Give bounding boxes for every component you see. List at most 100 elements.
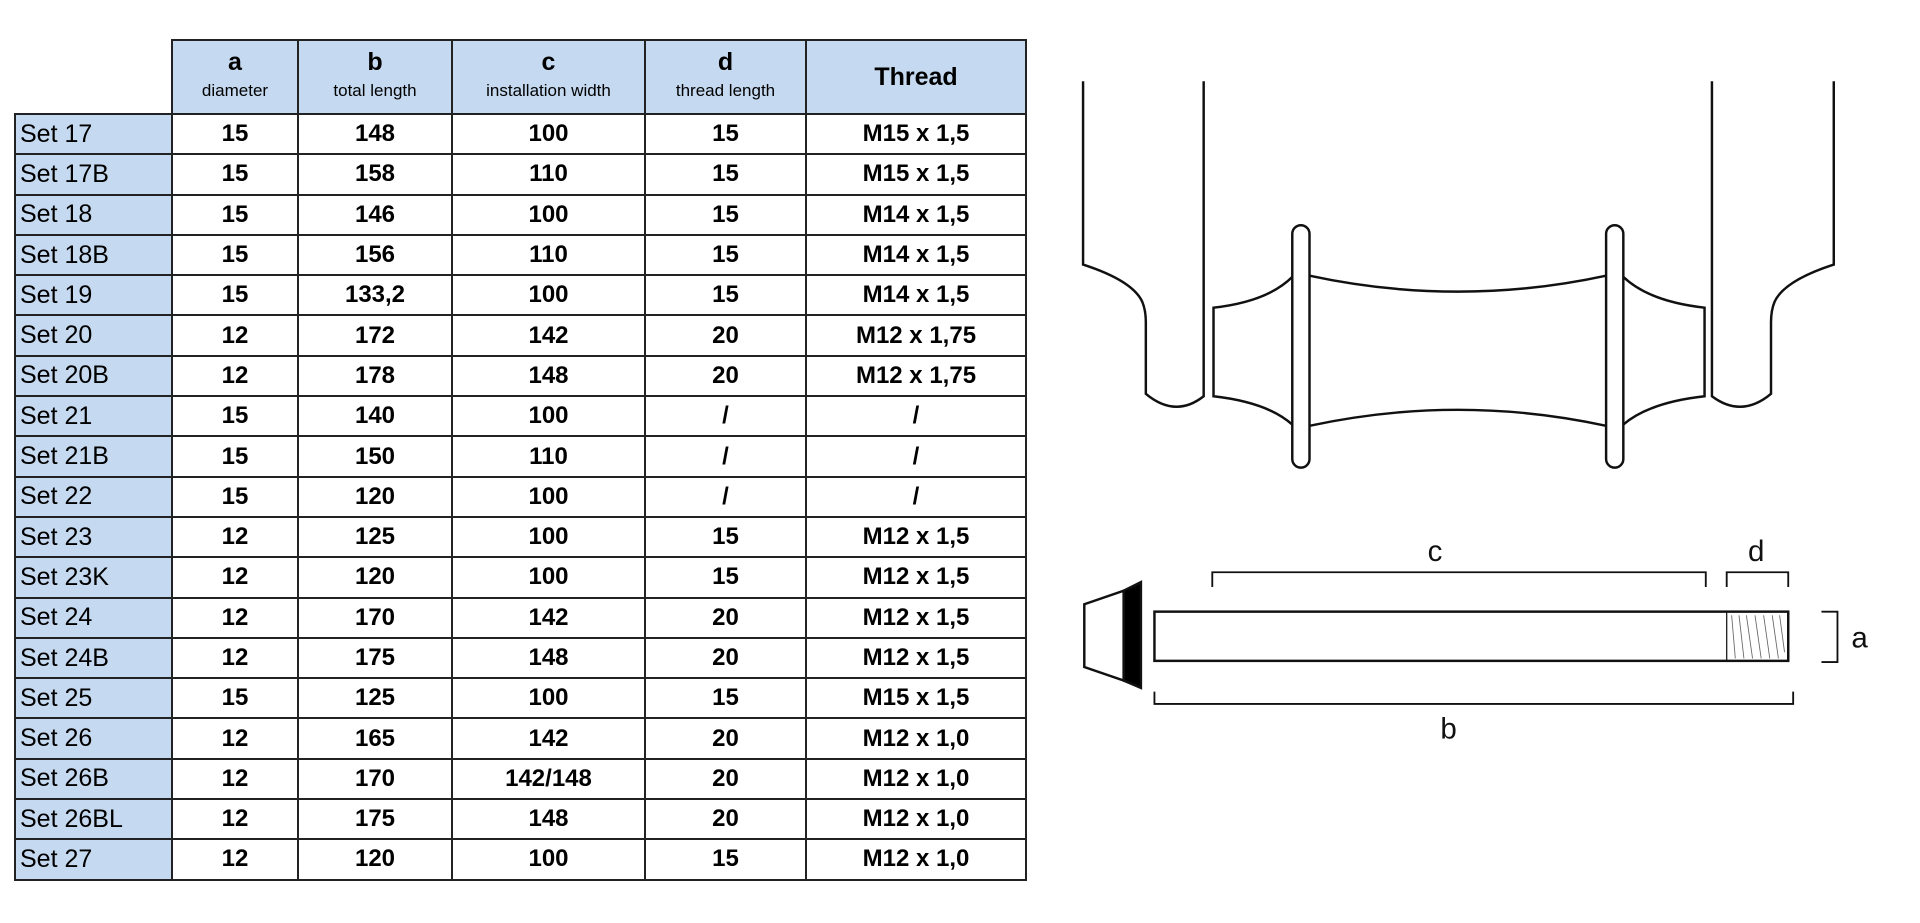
diameter-cell: 12	[171, 596, 299, 639]
total-length-cell: 158	[297, 153, 453, 196]
total-length-cell: 146	[297, 193, 453, 236]
installation-width-cell: 148	[451, 798, 646, 841]
thread-cell: /	[805, 435, 1027, 478]
thread-length-cell: 15	[644, 677, 807, 720]
hub-right-flange	[1604, 223, 1625, 469]
installation-width-cell: 148	[451, 636, 646, 680]
thread-length-cell: 15	[644, 193, 807, 236]
installation-width-cell: 100	[451, 515, 646, 559]
thread-cell: M12 x 1,5	[805, 596, 1027, 639]
thread-length-cell: /	[644, 435, 807, 478]
thread-cell: M15 x 1,5	[805, 677, 1027, 720]
total-length-cell: 120	[297, 838, 453, 881]
total-length-cell: 170	[297, 596, 453, 639]
thread-length-cell: 15	[644, 515, 807, 559]
diameter-cell: 12	[171, 314, 299, 357]
diameter-cell: 15	[171, 475, 299, 518]
total-length-cell: 120	[297, 475, 453, 518]
thread-length-cell: 15	[644, 838, 807, 881]
installation-width-cell: 100	[451, 112, 646, 156]
bracket-c	[1211, 571, 1707, 588]
total-length-cell: 172	[297, 314, 453, 357]
installation-width-cell: 148	[451, 354, 646, 398]
bracket-b	[1153, 691, 1795, 705]
diameter-cell: 15	[171, 274, 299, 317]
installation-width-cell: 110	[451, 435, 646, 478]
set-name-cell: Set 19	[14, 274, 173, 317]
set-name-cell: Set 18	[14, 193, 173, 236]
set-name-cell: Set 18B	[14, 233, 173, 277]
set-name-cell: Set 20B	[14, 354, 173, 398]
thread-cell: M12 x 1,5	[805, 515, 1027, 559]
set-name-cell: Set 21	[14, 395, 173, 438]
label-d: d	[1748, 535, 1764, 568]
installation-width-cell: 142	[451, 314, 646, 357]
installation-width-cell: 100	[451, 556, 646, 599]
total-length-cell: 178	[297, 354, 453, 398]
total-length-cell: 170	[297, 757, 453, 801]
total-length-cell: 175	[297, 798, 453, 841]
installation-width-cell: 142	[451, 596, 646, 639]
thread-cell: /	[805, 395, 1027, 438]
set-name-cell: Set 24B	[14, 636, 173, 680]
total-length-cell: 140	[297, 395, 453, 438]
diameter-cell: 12	[171, 717, 299, 760]
thread-length-cell: 15	[644, 556, 807, 599]
thread-cell: M12 x 1,5	[805, 556, 1027, 599]
set-name-cell: Set 27	[14, 838, 173, 881]
thread-length-cell: 20	[644, 596, 807, 639]
set-name-cell: Set 17B	[14, 153, 173, 196]
total-length-cell: 125	[297, 515, 453, 559]
axle-rod	[1153, 610, 1790, 663]
diameter-cell: 15	[171, 395, 299, 438]
diameter-cell: 15	[171, 112, 299, 156]
diameter-cell: 15	[171, 677, 299, 720]
label-b: b	[1440, 712, 1456, 745]
total-length-cell: 165	[297, 717, 453, 760]
diameter-cell: 15	[171, 153, 299, 196]
set-name-cell: Set 20	[14, 314, 173, 357]
thread-cell: M14 x 1,5	[805, 233, 1027, 277]
thread-hatch	[1731, 615, 1785, 659]
label-c: c	[1428, 535, 1443, 568]
diameter-cell: 12	[171, 556, 299, 599]
diameter-cell: 15	[171, 193, 299, 236]
hub-body	[1309, 274, 1607, 428]
bracket-a	[1821, 610, 1839, 664]
header-corner	[15, 40, 172, 115]
thread-cell: M12 x 1,5	[805, 636, 1027, 680]
diameter-cell: 15	[171, 435, 299, 478]
right-fork-leg	[1710, 81, 1836, 408]
total-length-cell: 150	[297, 435, 453, 478]
thread-cell: M15 x 1,5	[805, 112, 1027, 156]
installation-width-cell: 100	[451, 677, 646, 720]
thread-length-cell: 20	[644, 354, 807, 398]
diameter-cell: 12	[171, 515, 299, 559]
total-length-cell: 175	[297, 636, 453, 680]
thread-cell: M12 x 1,0	[805, 717, 1027, 760]
left-fork-leg	[1081, 81, 1205, 408]
thread-length-cell: /	[644, 395, 807, 438]
thread-length-cell: /	[644, 475, 807, 518]
set-name-cell: Set 24	[14, 596, 173, 639]
thread-cell: M14 x 1,5	[805, 274, 1027, 317]
